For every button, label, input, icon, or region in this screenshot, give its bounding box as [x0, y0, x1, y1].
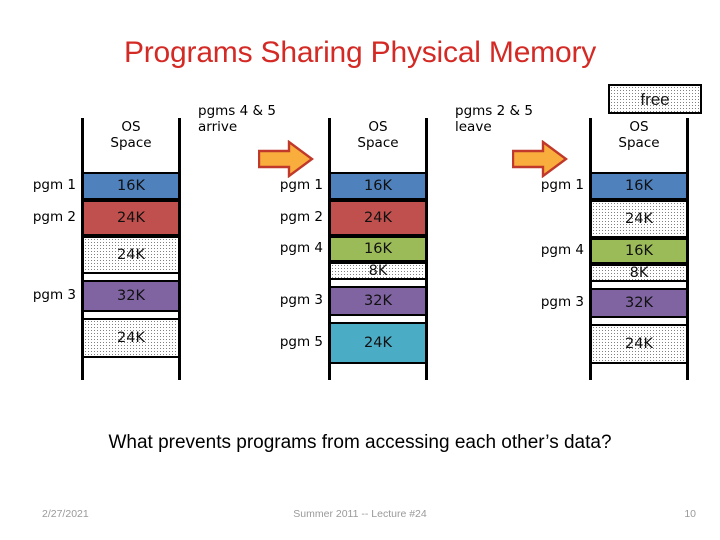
memory-block: 32K	[331, 280, 425, 322]
memory-block-fill	[331, 172, 425, 200]
column-rail-right	[178, 118, 181, 380]
memory-block: 16K	[592, 238, 686, 264]
memory-block-size: 32K	[364, 292, 392, 309]
column-caption-3: pgms 2 & 5 leave	[455, 103, 533, 135]
memory-block-size: 16K	[625, 177, 653, 194]
page-title: Programs Sharing Physical Memory	[123, 36, 597, 69]
memory-block-size: 24K	[625, 335, 653, 352]
memory-block-fill	[331, 236, 425, 262]
memory-block-size: 24K	[117, 246, 145, 263]
footer-page-number: 10	[684, 508, 696, 520]
legend-free-swatch: free	[608, 84, 702, 114]
column-rail-left	[81, 118, 84, 380]
os-space-header: OS Space	[110, 119, 152, 152]
memory-block-size: 16K	[625, 242, 653, 259]
memory-block-fill	[84, 280, 178, 312]
memory-block-fill	[592, 238, 686, 264]
memory-block-size: 8K	[629, 264, 649, 281]
program-label: pgm 1	[32, 177, 76, 193]
memory-block-fill	[331, 200, 425, 236]
memory-block-fill	[84, 318, 178, 358]
column-rail-right	[686, 118, 689, 380]
memory-block: 16K	[84, 172, 178, 200]
memory-block-size: 24K	[364, 209, 392, 226]
memory-block: 32K	[84, 274, 178, 318]
memory-block-fill	[331, 322, 425, 364]
memory-block-size: 24K	[117, 329, 145, 346]
column-caption-2: pgms 4 & 5 arrive	[198, 103, 276, 135]
program-label: pgm 2	[279, 209, 323, 225]
column-rail-left	[328, 118, 331, 380]
program-label: pgm 2	[32, 209, 76, 225]
memory-block-size: 16K	[117, 177, 145, 194]
memory-block-size: 8K	[368, 262, 388, 279]
memory-block: 24K	[84, 200, 178, 236]
bottom-question: What prevents programs from accessing ea…	[108, 432, 612, 453]
arrow-2-icon	[511, 139, 569, 182]
program-label: pgm 1	[279, 177, 323, 193]
arrow-1-icon	[257, 139, 315, 182]
memory-block: 24K	[84, 318, 178, 358]
memory-block-size: 32K	[117, 287, 145, 304]
column-rail-left	[589, 118, 592, 380]
column-rail-right	[425, 118, 428, 380]
memory-block: 8K	[331, 262, 425, 280]
memory-block: 16K	[331, 236, 425, 262]
os-space-header: OS Space	[618, 119, 660, 152]
memory-block-size: 24K	[625, 210, 653, 227]
memory-block: 24K	[592, 200, 686, 238]
memory-block-size: 24K	[117, 209, 145, 226]
memory-block: 32K	[592, 282, 686, 324]
memory-block: 24K	[592, 324, 686, 364]
footer-date: 2/27/2021	[42, 508, 89, 520]
memory-block-fill	[331, 286, 425, 316]
memory-block: 24K	[331, 322, 425, 364]
memory-block: 16K	[331, 172, 425, 200]
legend-free-label: free	[640, 89, 670, 109]
os-space-header: OS Space	[357, 119, 399, 152]
memory-block-fill	[592, 172, 686, 200]
memory-block-fill	[84, 236, 178, 274]
program-label: pgm 3	[32, 287, 76, 303]
program-label: pgm 3	[540, 294, 584, 310]
memory-block-size: 32K	[625, 294, 653, 311]
memory-block-fill	[592, 288, 686, 318]
memory-block-size: 16K	[364, 240, 392, 257]
memory-block: 8K	[592, 264, 686, 282]
memory-block-size: 24K	[364, 334, 392, 351]
memory-block-size: 16K	[364, 177, 392, 194]
program-label: pgm 3	[279, 292, 323, 308]
memory-block: 16K	[592, 172, 686, 200]
memory-block: 24K	[331, 200, 425, 236]
program-label: pgm 5	[279, 334, 323, 350]
memory-block-fill	[592, 200, 686, 238]
memory-block: 24K	[84, 236, 178, 274]
program-label: pgm 1	[540, 177, 584, 193]
memory-block-fill	[84, 172, 178, 200]
memory-block-fill	[84, 200, 178, 236]
program-label: pgm 4	[540, 242, 584, 258]
memory-block-fill	[592, 324, 686, 364]
memory-block-fill	[331, 262, 425, 280]
program-label: pgm 4	[279, 240, 323, 256]
footer-lecture-label: Summer 2011 -- Lecture #24	[293, 508, 427, 520]
memory-block-fill	[592, 264, 686, 282]
